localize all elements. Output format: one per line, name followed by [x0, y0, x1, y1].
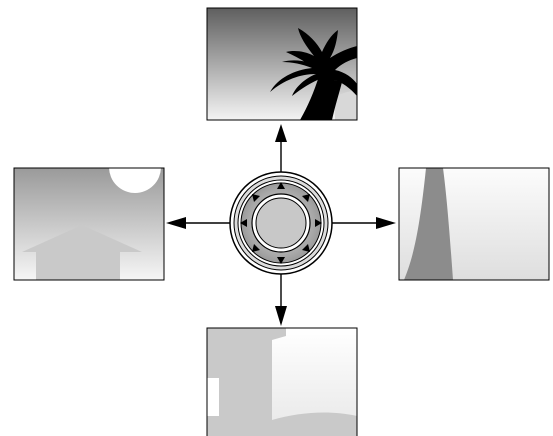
- arrow-right: [331, 217, 396, 229]
- panel-left-frame: [13, 167, 165, 281]
- arrow-up: [275, 124, 287, 176]
- window-shape: [207, 378, 219, 416]
- panel-up: [206, 7, 358, 121]
- panel-left: [13, 167, 165, 281]
- panel-down-frame: [206, 327, 358, 436]
- controller-direction-marks: [240, 182, 322, 264]
- panel-up-frame: [206, 7, 358, 121]
- building-wall-shape: [207, 328, 357, 436]
- arrow-left: [166, 217, 233, 229]
- panel-down: [206, 327, 358, 436]
- panel-right: [398, 167, 550, 281]
- palm-silhouette: [270, 28, 357, 120]
- sun-icon: [109, 168, 161, 193]
- controller-icon: [229, 171, 333, 275]
- direction-arrows: [166, 124, 396, 326]
- wall-edge-shape: [404, 168, 453, 280]
- panel-right-frame: [398, 167, 550, 281]
- house-roof-shape: [22, 225, 142, 280]
- arrow-down: [275, 270, 287, 326]
